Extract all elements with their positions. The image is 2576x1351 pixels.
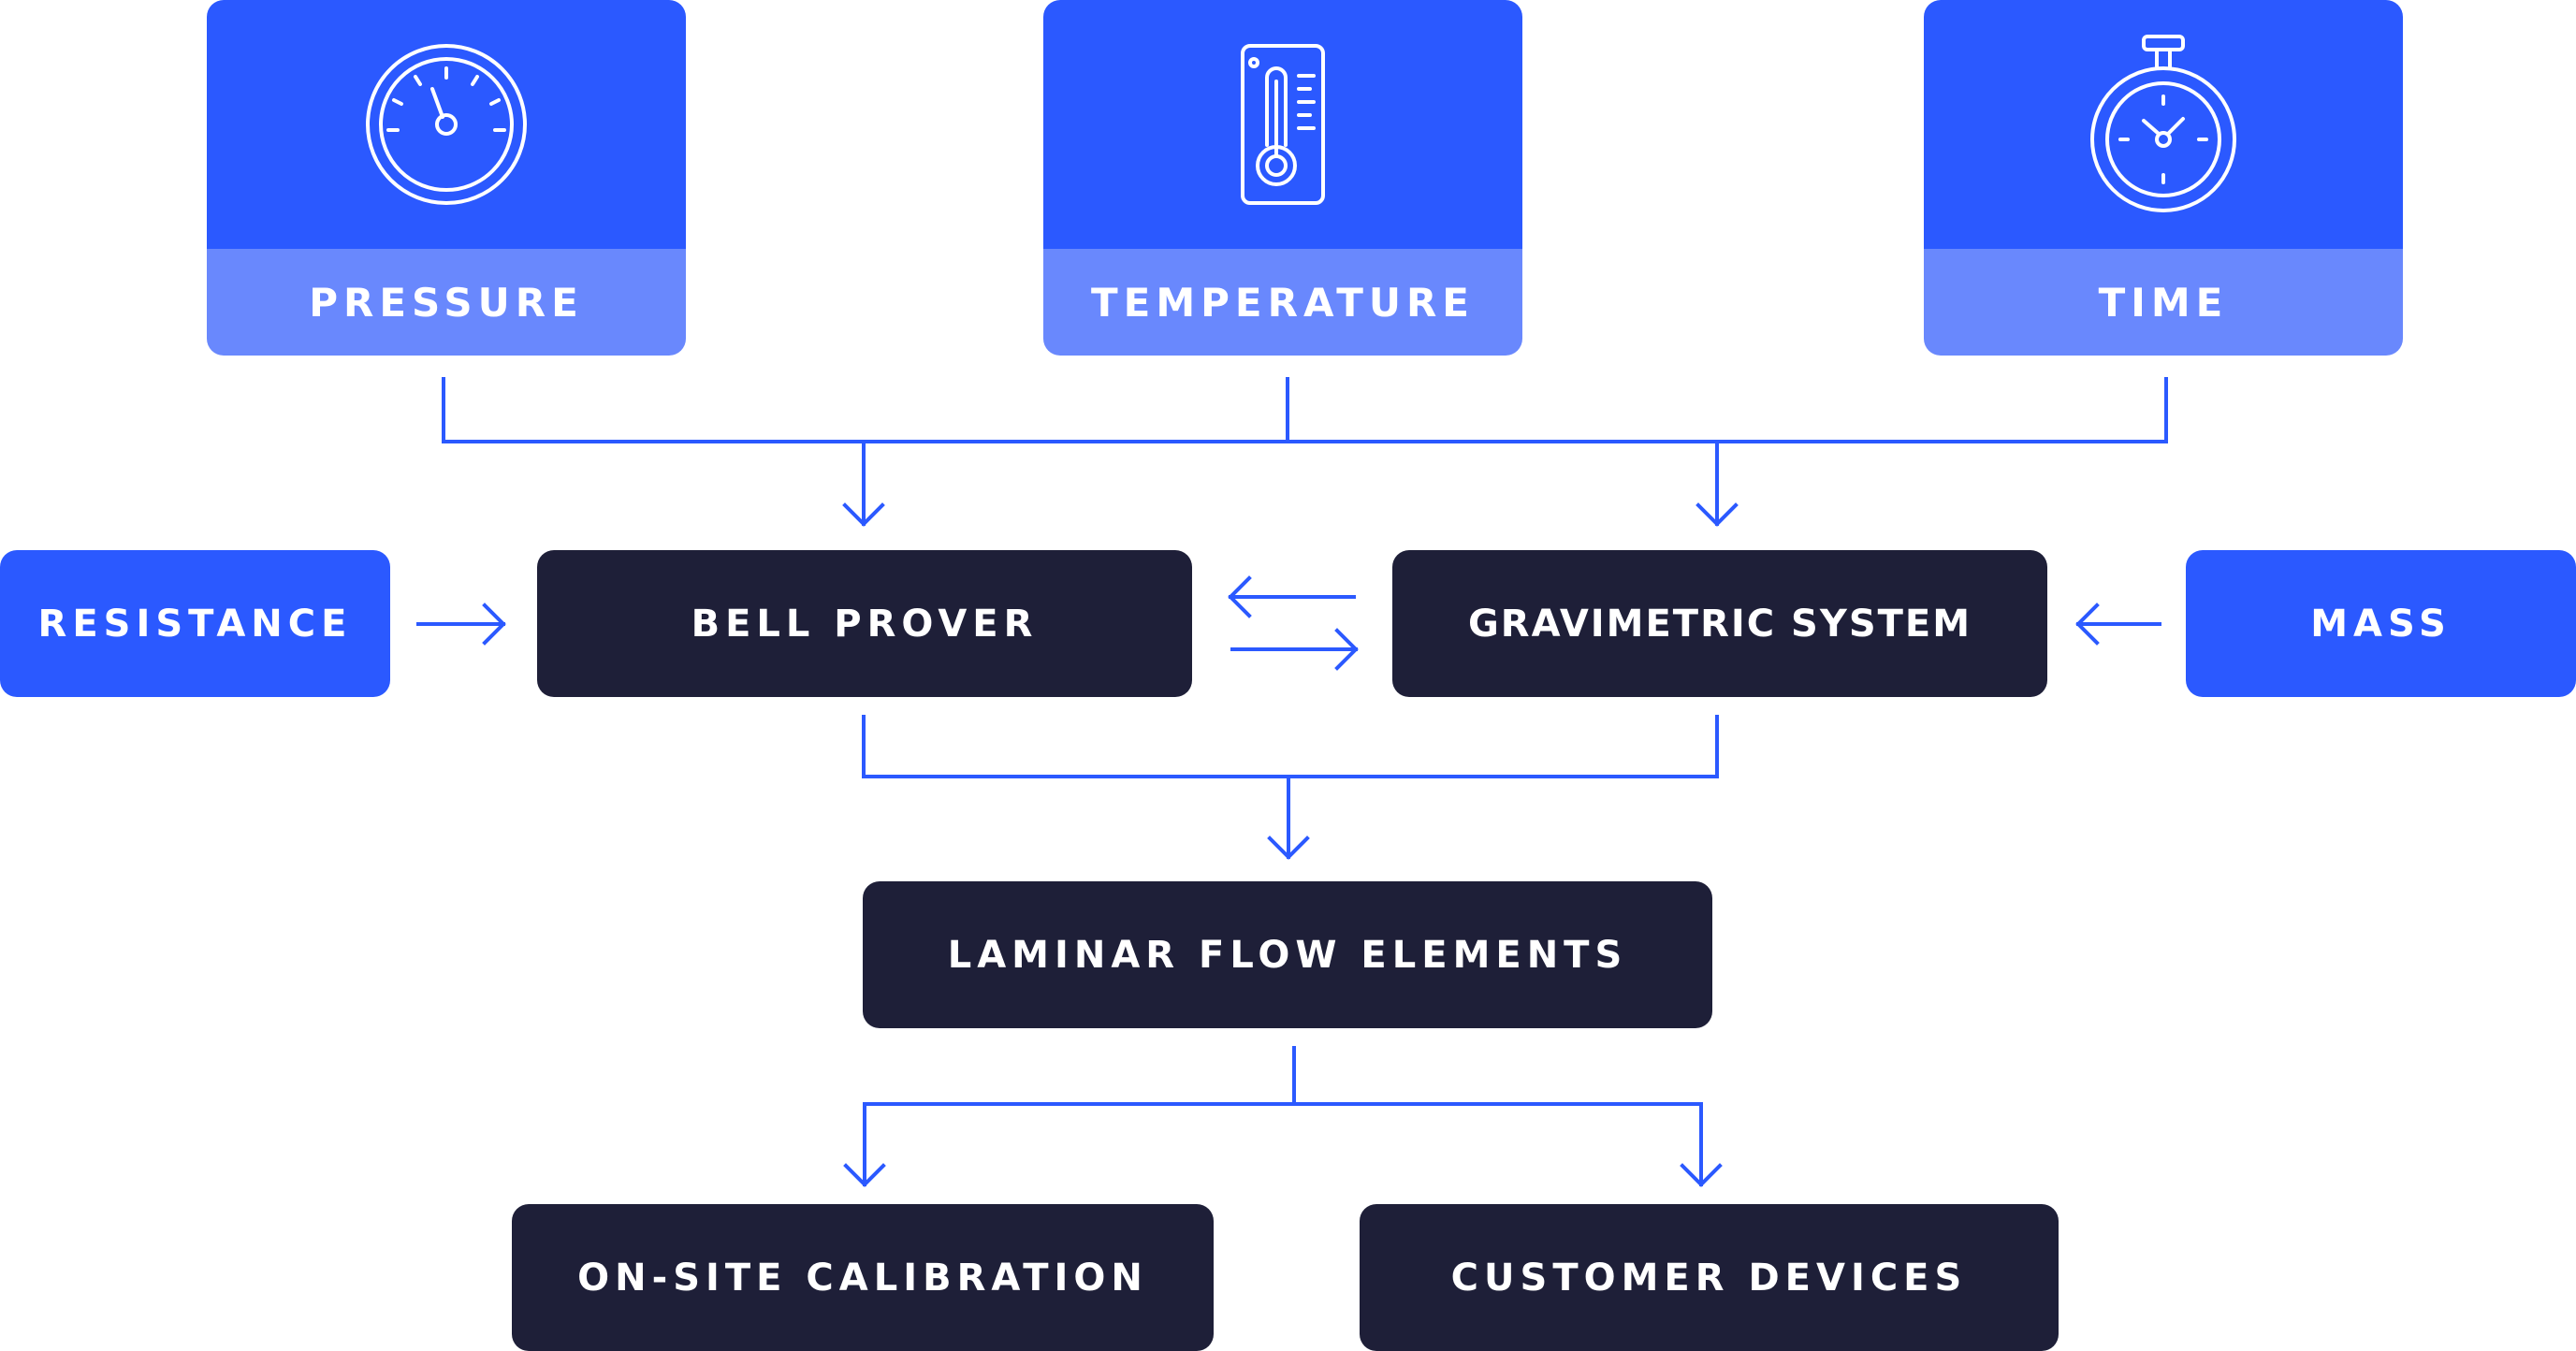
temperature-card-header <box>1043 0 1522 249</box>
mass-box: MASS <box>2186 550 2576 697</box>
bell-prover-box: BELL PROVER <box>537 550 1192 697</box>
time-label: TIME <box>1924 249 2403 356</box>
on-site-calibration-box: ON-SITE CALIBRATION <box>512 1204 1214 1351</box>
thermometer-icon <box>1241 44 1325 205</box>
gravimetric-system-box: GRAVIMETRIC SYSTEM <box>1392 550 2047 697</box>
pressure-card: PRESSURE <box>207 0 686 356</box>
laminar-flow-elements-box: LAMINAR FLOW ELEMENTS <box>863 881 1712 1028</box>
time-card: TIME <box>1924 0 2403 356</box>
pressure-label: PRESSURE <box>207 249 686 356</box>
customer-devices-box: CUSTOMER DEVICES <box>1360 1204 2059 1351</box>
stopwatch-icon <box>2090 35 2236 212</box>
temperature-card: TEMPERATURE <box>1043 0 1522 356</box>
pressure-card-header <box>207 0 686 249</box>
pressure-gauge-icon <box>366 44 527 205</box>
resistance-box: RESISTANCE <box>0 550 390 697</box>
time-card-header <box>1924 0 2403 249</box>
temperature-label: TEMPERATURE <box>1043 249 1522 356</box>
